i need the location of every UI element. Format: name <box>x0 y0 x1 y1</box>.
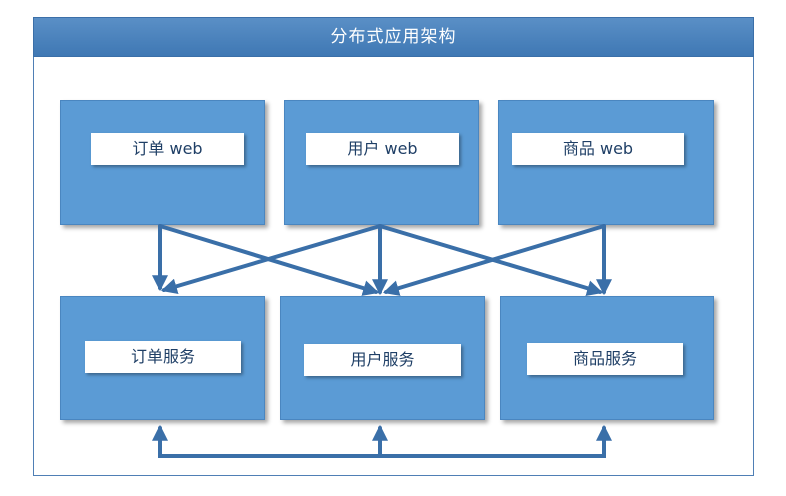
node-order-service: 订单服务 <box>60 296 265 420</box>
node-order-service-label: 订单服务 <box>85 341 241 373</box>
node-user-web: 用户 web <box>284 100 479 225</box>
node-order-web-label: 订单 web <box>91 133 244 165</box>
diagram-title: 分布式应用架构 <box>33 17 754 57</box>
node-user-service-label: 用户服务 <box>304 344 461 376</box>
node-product-web-label: 商品 web <box>512 133 684 165</box>
node-product-web: 商品 web <box>498 100 714 225</box>
node-order-web: 订单 web <box>60 100 265 225</box>
node-user-service: 用户服务 <box>280 296 485 420</box>
node-user-web-label: 用户 web <box>306 133 459 165</box>
node-product-service-label: 商品服务 <box>527 343 683 375</box>
node-product-service: 商品服务 <box>500 296 714 420</box>
